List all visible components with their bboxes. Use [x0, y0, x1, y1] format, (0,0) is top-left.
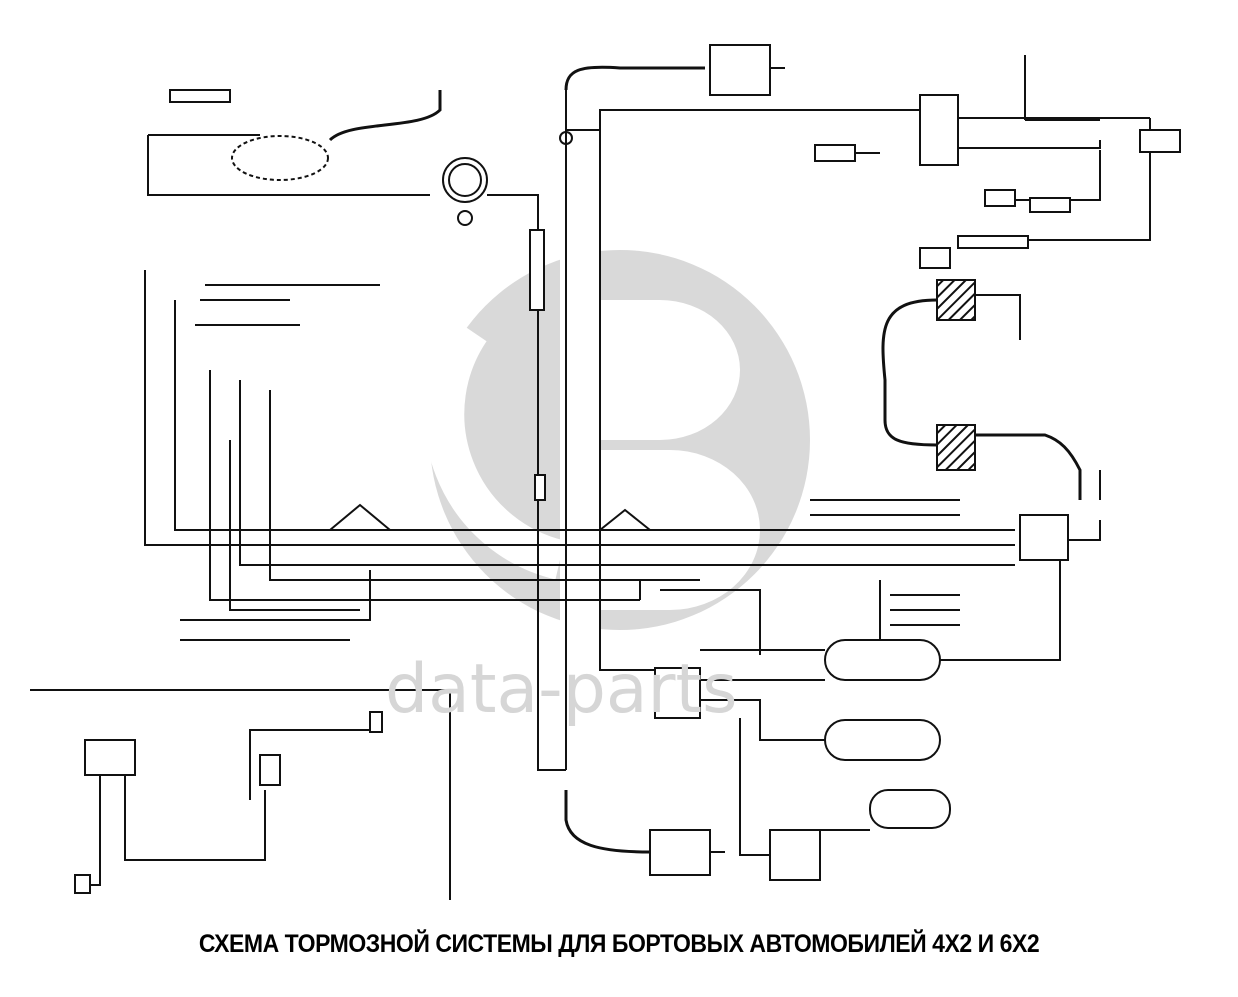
right-hatched-valves — [881, 279, 1101, 561]
diagram-title: СХЕМА ТОРМОЗНОЙ СИСТЕМЫ ДЛЯ БОРТОВЫХ АВТ… — [198, 930, 1040, 958]
watermark-text: data-parts — [385, 650, 738, 729]
horizontal-pipes — [144, 270, 1061, 661]
watermark-logo — [424, 250, 810, 630]
top-right-valves — [814, 55, 1181, 269]
center-trunk — [534, 44, 925, 771]
lower-left-inset — [30, 689, 451, 900]
lower-reservoirs — [564, 520, 951, 881]
